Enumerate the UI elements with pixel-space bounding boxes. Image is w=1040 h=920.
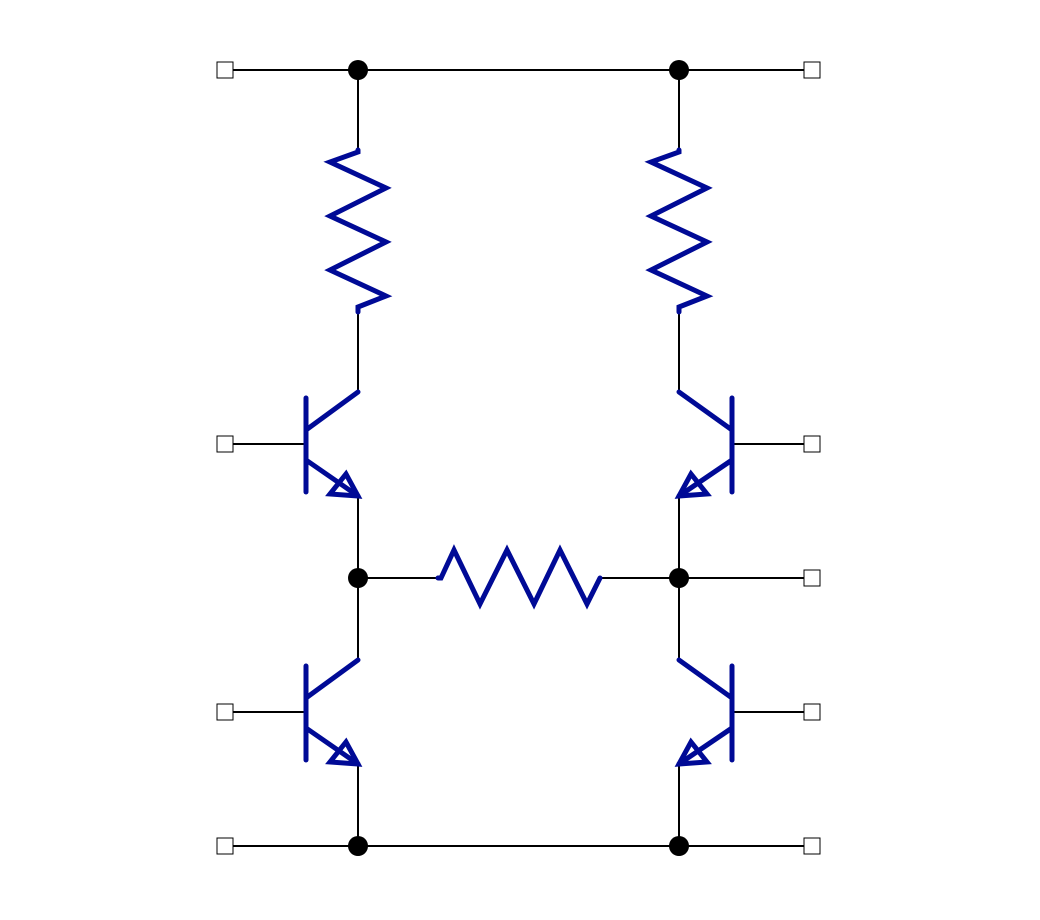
terminal-top-left[interactable]	[216, 61, 234, 79]
transistor-upper-right-emitter	[676, 457, 735, 499]
transistor-lower-left[interactable]	[303, 657, 363, 767]
junction-bottom-right	[669, 836, 689, 856]
transistor-lower-right-collector	[676, 657, 735, 701]
transistor-lower-right[interactable]	[674, 657, 735, 767]
transistor-upper-right[interactable]	[674, 389, 735, 499]
junction-top-left	[348, 60, 368, 80]
transistor-lower-left-emitter-arrow	[325, 737, 363, 767]
transistor-upper-right-emitter-arrow	[674, 469, 712, 499]
junctions	[348, 60, 689, 856]
transistor-upper-left[interactable]	[303, 389, 363, 499]
transistor-upper-right-collector	[676, 389, 735, 433]
junction-mid-right	[669, 568, 689, 588]
junction-mid-left	[348, 568, 368, 588]
resistor-right-load[interactable]	[644, 147, 714, 315]
terminal-top-right[interactable]	[803, 61, 821, 79]
resistor-left-load[interactable]	[323, 147, 393, 315]
junction-bottom-left	[348, 836, 368, 856]
terminal-mid-right[interactable]	[803, 569, 821, 587]
transistor-lower-left-collector	[303, 657, 361, 701]
transistor-lower-right-emitter	[676, 725, 735, 767]
terminal-bottom-left[interactable]	[216, 837, 234, 855]
terminal-base-upper-left[interactable]	[216, 435, 234, 453]
terminal-bottom-right[interactable]	[803, 837, 821, 855]
transistor-upper-left-emitter-arrow	[325, 469, 363, 499]
transistor-lower-left-emitter	[303, 725, 361, 767]
terminals	[216, 61, 821, 855]
transistor-upper-left-emitter	[303, 457, 361, 499]
wires	[224, 69, 813, 847]
terminal-base-upper-right[interactable]	[803, 435, 821, 453]
terminal-base-lower-left[interactable]	[216, 703, 234, 721]
resistor-emitter-bridge[interactable]	[435, 544, 603, 610]
junction-top-right	[669, 60, 689, 80]
resistors	[323, 147, 714, 610]
terminal-base-lower-right[interactable]	[803, 703, 821, 721]
transistor-upper-left-collector	[303, 389, 361, 433]
transistor-lower-right-emitter-arrow	[674, 737, 712, 767]
